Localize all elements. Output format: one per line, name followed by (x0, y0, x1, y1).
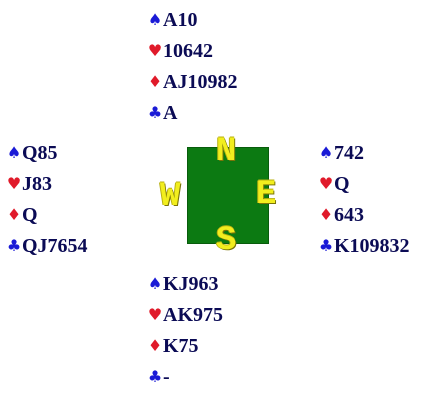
compass-north-label: N (216, 133, 237, 171)
diamond-icon: ♦ (6, 205, 22, 224)
diamond-icon: ♦ (318, 205, 334, 224)
north-clubs-cards: A (163, 102, 178, 124)
east-clubs-cards: K109832 (334, 235, 410, 257)
club-icon: ♣ (6, 236, 22, 255)
compass-table-square (187, 147, 269, 244)
south-hearts-cards: AK975 (163, 304, 223, 326)
club-icon: ♣ (318, 236, 334, 255)
west-clubs-cards: QJ7654 (22, 235, 88, 257)
compass-south-label: S (216, 222, 237, 260)
club-icon: ♣ (147, 367, 163, 386)
north-hand: ♠A10 ♥10642 ♦AJ10982 ♣A (147, 4, 238, 128)
west-hearts: ♥J83 (6, 168, 88, 199)
south-spades: ♠KJ963 (147, 268, 223, 299)
compass-east-label: E (256, 176, 277, 214)
north-spades: ♠A10 (147, 4, 237, 35)
diamond-icon: ♦ (147, 72, 163, 91)
diamond-icon: ♦ (147, 336, 163, 355)
heart-icon: ♥ (147, 41, 163, 60)
heart-icon: ♥ (147, 305, 163, 324)
north-hearts-cards: 10642 (163, 40, 213, 62)
west-diamonds: ♦Q (6, 199, 88, 230)
west-hearts-cards: J83 (22, 173, 52, 195)
south-spades-cards: KJ963 (163, 273, 219, 295)
heart-icon: ♥ (6, 174, 22, 193)
north-diamonds-cards: AJ10982 (163, 71, 238, 93)
east-hearts-cards: Q (334, 173, 350, 195)
east-spades-cards: 742 (334, 142, 364, 164)
spade-icon: ♠ (147, 10, 163, 29)
spade-icon: ♠ (318, 143, 334, 162)
west-clubs: ♣QJ7654 (6, 230, 88, 261)
west-hand: ♠Q85 ♥J83 ♦Q ♣QJ7654 (6, 137, 88, 261)
south-hearts: ♥AK975 (147, 299, 223, 330)
east-hand: ♠742 ♥Q ♦643 ♣K109832 (318, 137, 410, 261)
east-spades: ♠742 (318, 137, 410, 168)
south-diamonds: ♦K75 (147, 330, 223, 361)
compass-rose: N W E S (160, 133, 290, 263)
club-icon: ♣ (147, 103, 163, 122)
heart-icon: ♥ (318, 174, 334, 193)
south-clubs-cards: - (163, 366, 170, 388)
spade-icon: ♠ (6, 143, 22, 162)
north-spades-cards: A10 (163, 9, 198, 31)
compass-west-label: W (160, 178, 181, 216)
west-diamonds-cards: Q (22, 204, 38, 226)
east-diamonds: ♦643 (318, 199, 410, 230)
east-diamonds-cards: 643 (334, 204, 364, 226)
east-clubs: ♣K109832 (318, 230, 410, 261)
spade-icon: ♠ (147, 274, 163, 293)
south-clubs: ♣- (147, 361, 223, 392)
north-clubs: ♣A (147, 97, 237, 128)
west-spades-cards: Q85 (22, 142, 58, 164)
north-hearts: ♥10642 (147, 35, 237, 66)
west-spades: ♠Q85 (6, 137, 88, 168)
south-hand: ♠KJ963 ♥AK975 ♦K75 ♣- (147, 268, 223, 392)
south-diamonds-cards: K75 (163, 335, 199, 357)
north-diamonds: ♦AJ10982 (147, 66, 238, 97)
east-hearts: ♥Q (318, 168, 410, 199)
